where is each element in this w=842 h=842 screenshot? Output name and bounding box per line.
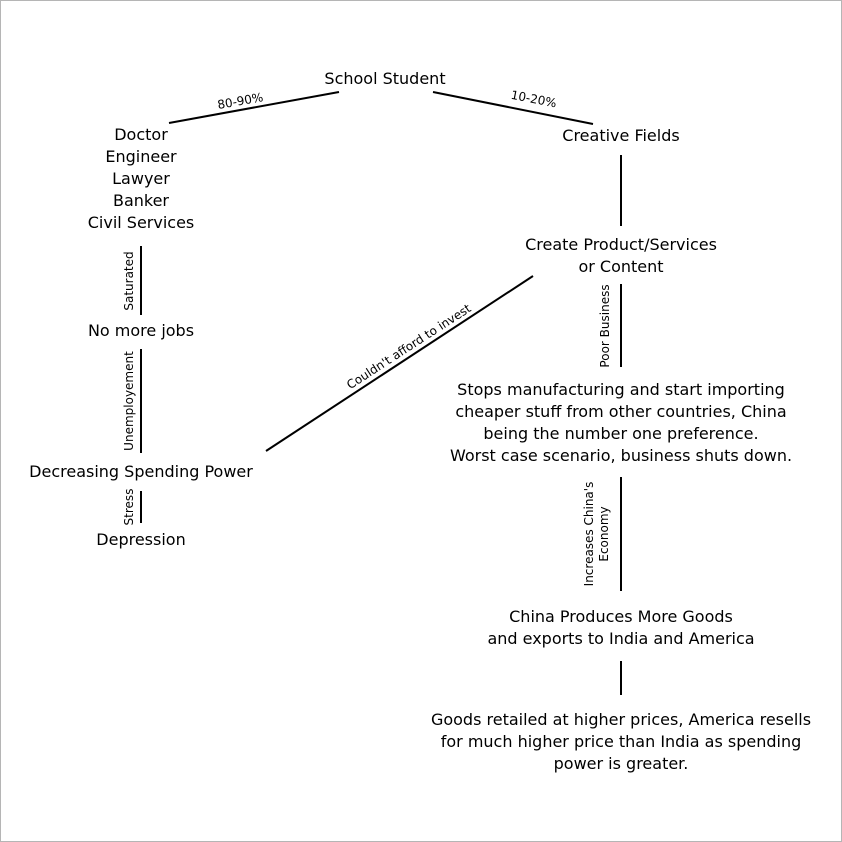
node-text-line-2: or Content	[578, 257, 664, 276]
node-text: Depression	[96, 530, 186, 549]
node-goods-retailed: Goods retailed at higher prices, America…	[431, 709, 811, 775]
profession-lawyer: Lawyer	[112, 169, 170, 188]
edge-student-to-professions	[168, 91, 340, 124]
node-no-more-jobs: No more jobs	[88, 320, 194, 342]
edge-product-to-spending	[265, 275, 534, 452]
edge-student-to-creative	[432, 91, 594, 125]
profession-civil-services: Civil Services	[87, 213, 195, 232]
node-text-line-3: being the number one preference.	[483, 424, 759, 443]
node-text-line-2: and exports to India and America	[487, 629, 755, 648]
edge-label-80-90: 80-90%	[216, 90, 264, 112]
node-china-produces: China Produces More Goods and exports to…	[487, 606, 754, 650]
node-text-line-1: Create Product/Services	[525, 235, 717, 254]
node-text-line-3: power is greater.	[553, 754, 689, 773]
node-text: Decreasing Spending Power	[29, 462, 253, 481]
node-text-line-2: cheaper stuff from other countries, Chin…	[455, 402, 787, 421]
edge-label-unemployement: Unemployement	[122, 351, 136, 451]
node-text: School Student	[324, 69, 446, 88]
node-text-line-1: Stops manufacturing and start importing	[457, 380, 785, 399]
profession-engineer: Engineer	[105, 147, 177, 166]
node-create-product: Create Product/Services or Content	[525, 234, 717, 278]
node-text-line-1: Goods retailed at higher prices, America…	[430, 710, 812, 729]
node-stops-manufacturing: Stops manufacturing and start importing …	[450, 379, 792, 467]
node-decreasing-spending: Decreasing Spending Power	[29, 461, 253, 483]
edge-label-stress: Stress	[122, 489, 136, 526]
edge-label-10-20: 10-20%	[510, 88, 558, 111]
profession-banker: Banker	[112, 191, 170, 210]
node-depression: Depression	[96, 529, 185, 551]
node-text: No more jobs	[87, 321, 195, 340]
profession-doctor: Doctor	[114, 125, 168, 144]
node-text-line-4: Worst case scenario, business shuts down…	[449, 446, 793, 465]
node-creative-fields: Creative Fields	[562, 125, 679, 147]
node-school-student: School Student	[324, 68, 445, 90]
edge-label-saturated: Saturated	[122, 251, 136, 310]
node-professions: Doctor Engineer Lawyer Banker Civil Serv…	[88, 124, 195, 234]
edge-label-poor-business: Poor Business	[598, 284, 612, 367]
edge-label-increases-china-1: Increases China's	[582, 482, 596, 587]
edge-label-increases-china-2: Economy	[597, 506, 611, 561]
node-text-line-2: for much higher price than India as spen…	[440, 732, 802, 751]
node-text: Creative Fields	[562, 126, 680, 145]
node-text-line-1: China Produces More Goods	[509, 607, 733, 626]
